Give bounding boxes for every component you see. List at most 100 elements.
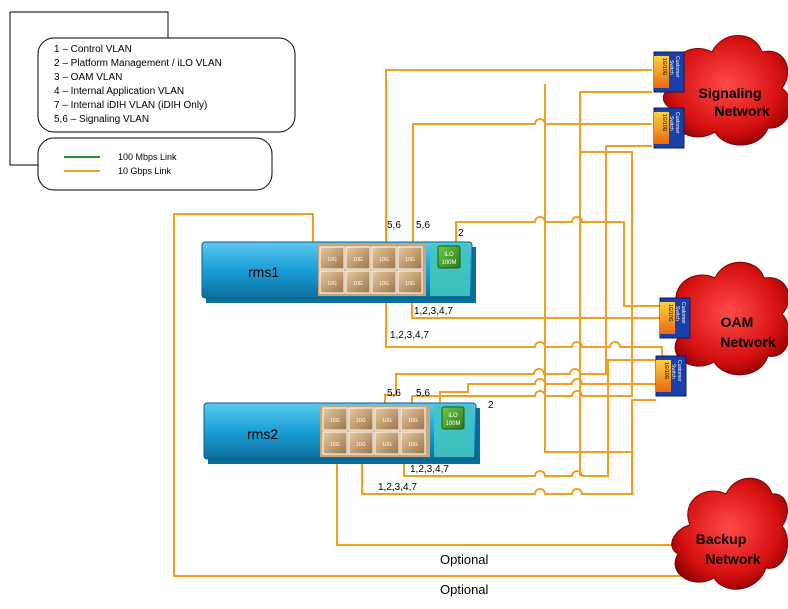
link-rms1-oam-b	[385, 300, 663, 382]
cloud-label-line1: OAM	[721, 314, 754, 330]
port-label: 10G	[405, 257, 415, 263]
cloud-label-line1: Signaling	[699, 85, 762, 101]
link-cross-a	[544, 84, 632, 453]
port-10g	[322, 407, 348, 431]
port-label: 10G	[405, 281, 415, 287]
switch-port	[660, 302, 675, 334]
switch-port	[656, 360, 671, 392]
port-10g	[345, 270, 371, 294]
customer-switch-oam-1: Customer Switch 1G/10G	[659, 297, 691, 339]
vlan-legend-item: 5,6 – Signaling VLAN	[54, 114, 149, 125]
switch-label-line1: Customer	[674, 112, 680, 134]
customer-switch-sig-2: Customer Switch 1G/10G	[653, 107, 685, 149]
port-label: 10G	[379, 281, 389, 287]
port-label: 10G	[382, 442, 392, 448]
cloud-label-line1: Backup	[696, 531, 747, 547]
port-label: 10G	[330, 418, 340, 424]
legend-connector	[9, 12, 38, 166]
oam-label-rms1-a: 1,2,3,4,7	[414, 306, 453, 317]
switch-label-line2: Switch	[674, 306, 680, 321]
port-grid: 10G 10G 10G 10G 10G 10G 10G 10G	[319, 246, 423, 294]
link-rms1-backup	[173, 213, 700, 577]
link-rms2-backup	[336, 460, 700, 546]
switch-port	[654, 56, 669, 88]
cloud-shape	[671, 477, 788, 590]
port-10g	[348, 407, 374, 431]
switch-port-label: 1G/10G	[663, 362, 669, 380]
sig-label-rms2-b: 5,6	[416, 388, 430, 399]
cloud-label-line2: Network	[720, 334, 775, 350]
optional-label-b: Optional	[440, 582, 489, 597]
link-legend-box	[37, 137, 273, 191]
link-rms2-ilo	[439, 378, 656, 406]
100m-link-label: 100 Mbps Link	[118, 152, 177, 162]
port-10g	[322, 431, 348, 455]
switch-label-line1: Customer	[674, 56, 680, 78]
vlan-legend-item: 3 – OAM VLAN	[54, 72, 122, 83]
cloud-label-line2: Network	[714, 103, 769, 119]
port-10g	[348, 431, 374, 455]
legend-connector	[10, 11, 169, 39]
ilo-label-rms1: 2	[458, 228, 464, 239]
port-label: 10G	[356, 442, 366, 448]
optional-label-a: Optional	[440, 552, 489, 567]
backup-network-cloud: Backup Network	[671, 477, 788, 590]
port-10g	[397, 270, 423, 294]
switch-label-line2: Switch	[670, 364, 676, 379]
switch-port	[654, 112, 669, 144]
customer-switch-sig-1: Customer Switch 1G/10G	[653, 51, 685, 93]
cloud-label-line2: Network	[705, 551, 760, 567]
port-10g	[400, 407, 426, 431]
port-label: 10G	[408, 442, 418, 448]
vlan-legend-item: 7 – Internal iDIH VLAN (iDIH Only)	[54, 100, 207, 111]
port-10g	[374, 431, 400, 455]
link-rms1-sig-a	[385, 69, 652, 244]
link-rms1-sig-b	[412, 118, 652, 244]
port-10g	[400, 431, 426, 455]
customer-switch-oam-2: Customer Switch 1G/10G	[655, 355, 687, 397]
ilo-speed-label: 100M	[445, 421, 460, 427]
vlan-legend-box	[37, 37, 296, 133]
server-rms2: rms2 10G 10G 10G 10G 10G 10G 10G 10G iLO…	[203, 402, 480, 464]
switch-label-line2: Switch	[668, 116, 674, 131]
server-name: rms1	[248, 264, 279, 280]
sig-label-rms1-a: 5,6	[387, 220, 401, 231]
link-labels: 5,6 5,6 2 1,2,3,4,7 1,2,3,4,7 5,6 5,6 2 …	[378, 220, 494, 597]
port-10g	[371, 246, 397, 270]
port-10g	[397, 246, 423, 270]
oam-network-cloud: OAM Network	[667, 261, 788, 376]
switch-label-line1: Customer	[680, 302, 686, 324]
legend: 1 – Control VLAN 2 – Platform Management…	[9, 11, 296, 191]
port-10g	[374, 407, 400, 431]
switch-label-line1: Customer	[676, 360, 682, 382]
port-label: 10G	[353, 257, 363, 263]
vlan-legend-item: 1 – Control VLAN	[54, 44, 132, 55]
port-label: 10G	[356, 418, 366, 424]
ilo-label-rms2: 2	[488, 400, 494, 411]
oam-label-rms2-a: 1,2,3,4,7	[410, 464, 449, 475]
ilo-speed-label: 100M	[441, 260, 456, 266]
ilo-port	[437, 245, 461, 269]
ilo-label: iLO	[448, 413, 458, 419]
switch-port-label: 1G/10G	[661, 114, 667, 132]
port-10g	[345, 246, 371, 270]
port-label: 10G	[327, 257, 337, 263]
port-label: 10G	[330, 442, 340, 448]
link-rms2-oam-a	[403, 359, 656, 477]
ilo-port	[441, 406, 465, 430]
oam-label-rms2-b: 1,2,3,4,7	[378, 482, 417, 493]
port-10g	[371, 270, 397, 294]
switch-port-label: 1G/10G	[661, 58, 667, 76]
vlan-legend-item: 2 – Platform Management / iLO VLAN	[54, 58, 222, 69]
10g-link-label: 10 Gbps Link	[118, 166, 172, 176]
port-label: 10G	[353, 281, 363, 287]
port-label: 10G	[408, 418, 418, 424]
switch-label-line2: Switch	[668, 60, 674, 75]
sig-label-rms1-b: 5,6	[416, 220, 430, 231]
vlan-legend-item: 4 – Internal Application VLAN	[54, 86, 184, 97]
port-10g	[319, 270, 345, 294]
port-label: 10G	[379, 257, 389, 263]
links	[173, 69, 700, 577]
link-rms2-sig-b	[411, 91, 652, 404]
